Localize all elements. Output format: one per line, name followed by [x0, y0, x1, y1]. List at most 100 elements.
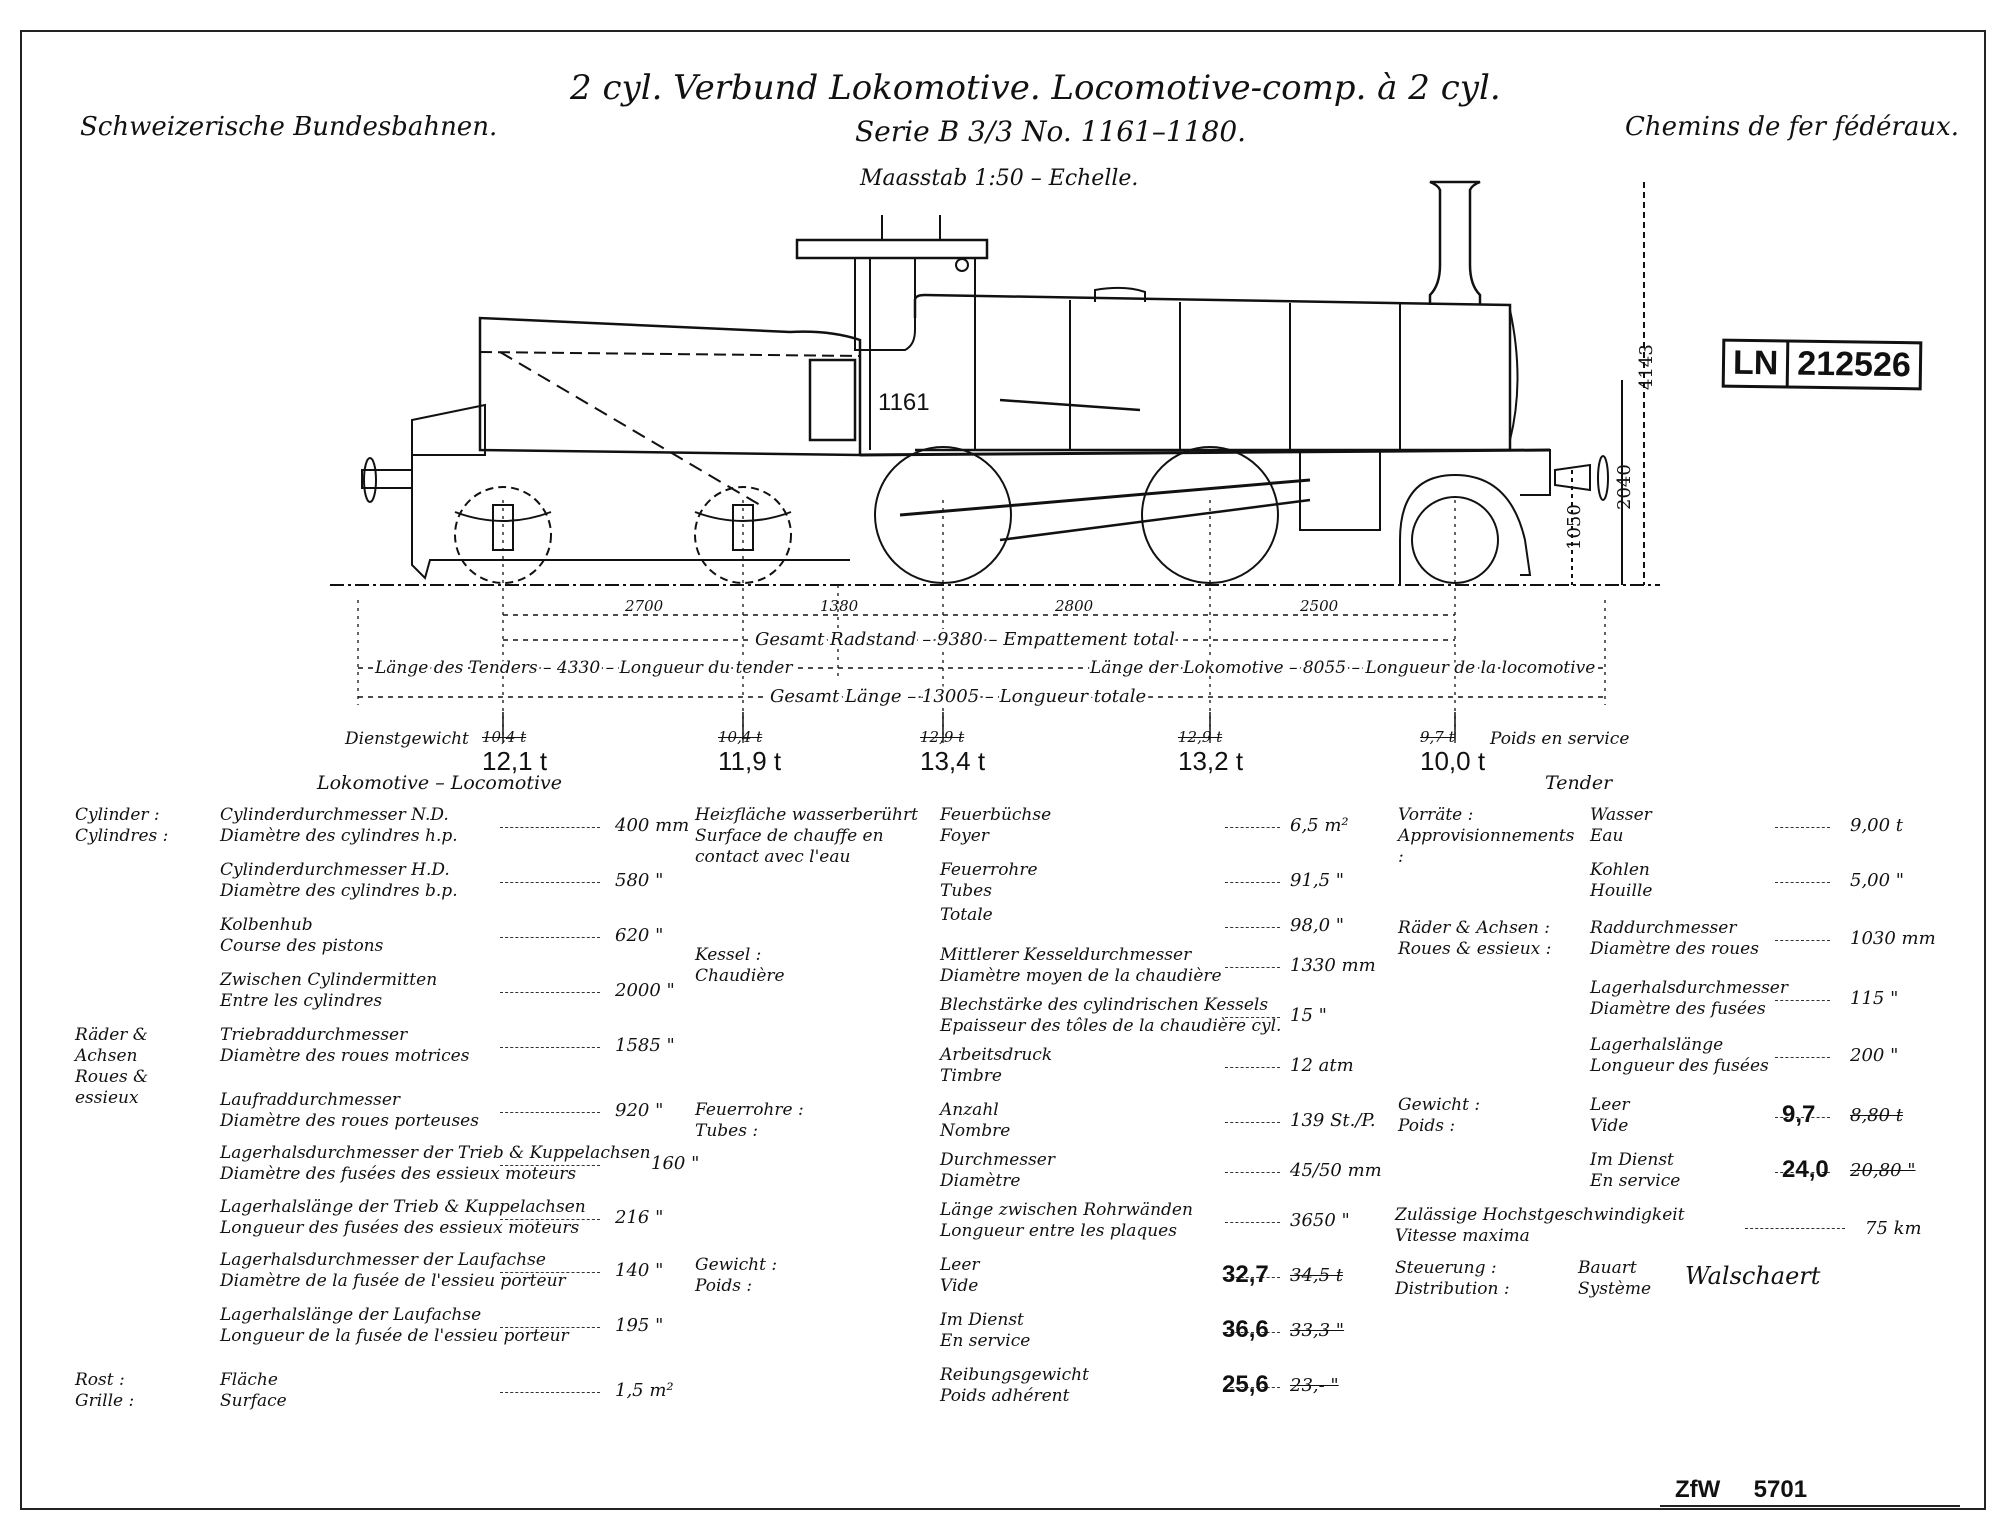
spec-category-fr: Surface de chauffe en contact avec l'eau: [695, 826, 884, 867]
spec-label-fr: Timbre: [940, 1066, 1002, 1086]
spec-category-fr: Approvisionnements :: [1398, 826, 1575, 867]
spec-leader: [1225, 927, 1280, 928]
max-speed-label-de: Zulässige Hochstgeschwindigkeit: [1395, 1205, 1685, 1225]
spec-category-fr: Cylindres :: [75, 826, 169, 846]
spec-label-fr: Nombre: [940, 1121, 1011, 1141]
spec-label-de: Lagerhalslänge der Trieb & Kuppelachsen: [220, 1197, 586, 1217]
spec-value-revised: 36,6: [1222, 1316, 1269, 1343]
spec-value-revised: 25,6: [1222, 1371, 1269, 1398]
spec-label-fr: Longueur entre les plaques: [940, 1221, 1177, 1241]
coupling-rod: [899, 478, 1311, 517]
spec-label-fr: Diamètre des cylindres h.p.: [220, 826, 458, 846]
spec-label-de: Lagerhalslänge: [1590, 1035, 1724, 1055]
spec-label-de: Blechstärke des cylindrischen Kessels: [940, 995, 1269, 1015]
spec-label-fr: Houille: [1590, 881, 1653, 901]
spec-category-fr: Chaudière: [695, 966, 785, 986]
spec-value-original: 23,- ": [1290, 1375, 1339, 1396]
spec-leader: [1225, 1122, 1280, 1123]
spec-category-de: Heizfläche wasserberührt: [695, 805, 918, 825]
spec-category-de: Cylinder :: [75, 805, 160, 825]
spec-label-fr: Entre les cylindres: [220, 991, 383, 1011]
spec-label-fr: En service: [940, 1331, 1031, 1351]
valve-gear-system: Bauart Système: [1578, 1258, 1652, 1299]
spec-category-de: Vorräte :: [1398, 805, 1474, 825]
spec-label-fr: Diamètre moyen de la chaudière: [940, 966, 1222, 986]
spec-category-de: Räder & Achsen: [75, 1025, 148, 1066]
spec-leader: [500, 827, 600, 828]
spec-label-de: Fläche: [220, 1370, 278, 1390]
cylinder-block: [1299, 450, 1381, 531]
spec-value: 195 ": [615, 1315, 664, 1336]
wheelbase-segment-2: 1380: [820, 597, 859, 615]
drawing-title: 2 cyl. Verbund Lokomotive. Locomotive-co…: [570, 68, 1501, 108]
footer-rule: [1660, 1505, 1960, 1507]
spec-label-fr: Diamètre de la fusée de l'essieu porteur: [220, 1271, 566, 1291]
spec-label-de: Lagerhalslänge der Laufachse: [220, 1305, 482, 1325]
spec-category-de: Räder & Achsen :: [1398, 918, 1550, 938]
spec-category-fr: Poids :: [695, 1276, 753, 1296]
spec-value: 216 ": [615, 1207, 664, 1228]
spec-label-fr: Tubes: [940, 881, 992, 901]
spec-leader: [500, 1392, 600, 1393]
spec-label-de: Länge zwischen Rohrwänden: [940, 1200, 1193, 1220]
spec-leader: [500, 1327, 600, 1328]
buffer-height-label: 2040: [1614, 464, 1635, 510]
spec-value-original: 34,5 t: [1290, 1265, 1344, 1286]
spec-label-de: Leer: [940, 1255, 980, 1275]
series-label: Serie B 3/3 No. 1161–1180.: [855, 115, 1247, 148]
spec-category-fr: Roues & essieux :: [1398, 939, 1552, 959]
spec-value: 139 St./P.: [1290, 1110, 1376, 1131]
spec-category-de: Feuerrohre :: [695, 1100, 804, 1120]
spec-category-de: Kessel :: [695, 945, 762, 965]
spec-leader: [500, 992, 600, 993]
spec-leader: [500, 1272, 600, 1273]
spec-value-revised: 32,7: [1222, 1261, 1269, 1288]
spec-label-de: Durchmesser: [940, 1150, 1055, 1170]
wheelbase-segment-3: 2800: [1054, 597, 1094, 615]
spec-value: 920 ": [615, 1100, 664, 1121]
wheelbase-segment-4: 2500: [1299, 597, 1339, 615]
spec-label-de: Anzahl: [940, 1100, 999, 1120]
spec-label-de: Cylinderdurchmesser H.D.: [220, 860, 450, 880]
spec-label-de: Feuerrohre: [940, 860, 1038, 880]
spec-label-fr: Surface: [220, 1391, 287, 1411]
spec-label-fr: Diamètre des cylindres b.p.: [220, 881, 458, 901]
loco-length-label: Länge der Lokomotive – 8055 – Longueur d…: [1089, 658, 1595, 678]
spec-category: Vorräte :Approvisionnements :: [1398, 805, 1580, 868]
tender-section-heading: Tender: [1545, 772, 1613, 794]
axle-load-label-fr: Poids en service: [1490, 729, 1630, 749]
spec-category-fr: Roues & essieux: [75, 1067, 149, 1108]
railway-name-de: Schweizerische Bundesbahnen.: [80, 112, 498, 142]
spec-row: Cylinderdurchmesser H.D.Diamètre des cyl…: [220, 860, 458, 902]
spec-value-original: 8,80 t: [1850, 1105, 1904, 1126]
spec-leader: [1225, 967, 1280, 968]
axle-height-label: 1050: [1564, 504, 1585, 550]
spec-value: 3650 ": [1290, 1210, 1350, 1231]
spec-value: 9,00 t: [1850, 815, 1904, 836]
spec-label-de: Leer: [1590, 1095, 1630, 1115]
spec-category-de: Gewicht :: [1398, 1095, 1481, 1115]
spec-label-de: Kolbenhub: [220, 915, 313, 935]
valve-gear-category: Steuerung : Distribution :: [1395, 1258, 1510, 1299]
max-speed-label-fr: Vitesse maxima: [1395, 1226, 1530, 1246]
spec-label-fr: Longueur de la fusée de l'essieu porteur: [220, 1326, 569, 1346]
spec-label-de: Lagerhalsdurchmesser: [1590, 978, 1788, 998]
spec-leader: [1225, 827, 1280, 828]
connecting-rod: [999, 498, 1311, 542]
spec-leader: [1225, 1222, 1280, 1223]
spec-label-de: Wasser: [1590, 805, 1652, 825]
spec-leader: [1225, 1017, 1280, 1018]
spec-label-de: Arbeitsdruck: [940, 1045, 1053, 1065]
front-buffer: [1554, 455, 1609, 501]
